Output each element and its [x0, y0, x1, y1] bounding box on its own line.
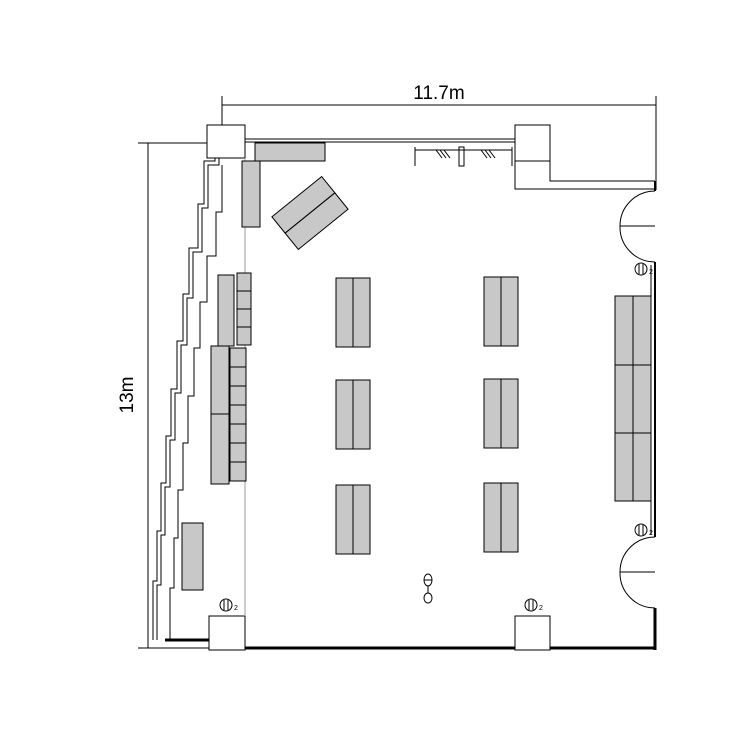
table-5 [335, 484, 371, 555]
bottom-left-cabinet [181, 522, 204, 591]
svg-text:2: 2 [649, 530, 653, 537]
table-3 [335, 379, 371, 450]
left-table-upper [217, 274, 235, 347]
stepped-wall [152, 158, 223, 640]
walls [165, 124, 657, 651]
svg-text:2: 2 [649, 269, 653, 276]
svg-text:2: 2 [234, 605, 238, 612]
top-counter [254, 142, 326, 162]
door-right-upper[interactable] [619, 190, 656, 263]
left-counter-top [241, 160, 261, 228]
table-1 [335, 277, 371, 348]
outlet-bottom-center: 2 [524, 598, 543, 612]
svg-text:2: 2 [539, 605, 543, 612]
table-2 [483, 276, 519, 347]
height-label: 13m [117, 377, 138, 414]
outlet-bottom-right: 2 [634, 523, 653, 537]
width-label: 11.7m [413, 83, 464, 104]
right-long-table [614, 295, 652, 502]
furniture [181, 142, 652, 591]
outlet-bottom-left: 2 [219, 598, 238, 612]
table-6 [483, 482, 519, 553]
table-4 [483, 378, 519, 449]
door-right-lower[interactable] [619, 536, 656, 609]
floor-equipment-icon [423, 573, 433, 604]
left-table-lower [210, 345, 230, 485]
angled-table [271, 175, 349, 251]
outlet-top-right: 2 [634, 262, 653, 276]
wall-fixture [414, 146, 513, 167]
